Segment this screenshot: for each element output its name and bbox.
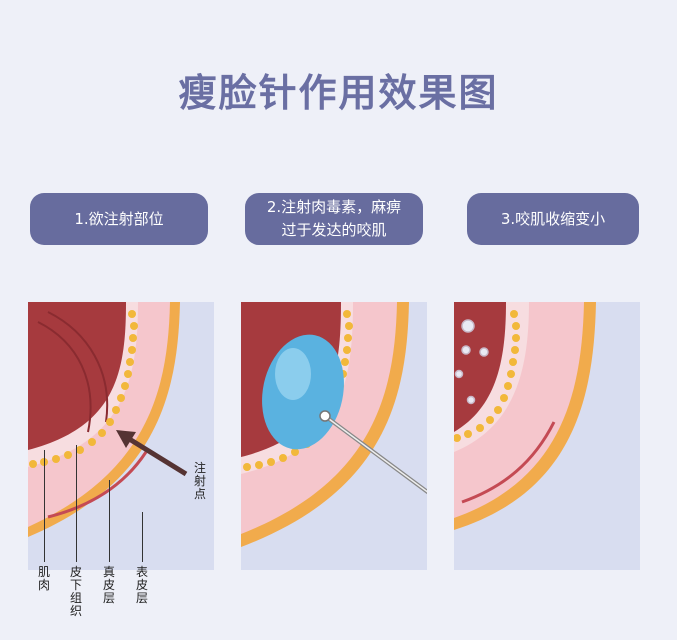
step-1-text: 1.欲注射部位 bbox=[74, 209, 164, 228]
needle-tip bbox=[319, 410, 331, 422]
muscle-fiber bbox=[37, 321, 92, 433]
injection-point-label: 注射点 bbox=[193, 461, 206, 501]
injection-arrow bbox=[124, 434, 188, 477]
epidermis-label: 表皮层 bbox=[135, 565, 148, 605]
step-2-text-line1: 2.注射肉毒素，麻痹 bbox=[266, 198, 402, 216]
step-2-text-line2: 过于发达的咬肌 bbox=[281, 221, 387, 239]
dermis-label-line bbox=[109, 480, 110, 562]
muscle-fiber bbox=[47, 311, 109, 423]
muscle bbox=[28, 302, 126, 450]
muscle-label: 肌肉 bbox=[37, 565, 50, 592]
panel-muscle-shrink bbox=[454, 302, 640, 570]
dissipating-botox-bubbles bbox=[454, 319, 489, 405]
step-1-box: 1.欲注射部位 bbox=[30, 193, 208, 245]
muscle-label-line bbox=[44, 450, 45, 562]
step-2-box: 2.注射肉毒素，麻痹 过于发达的咬肌 bbox=[245, 193, 423, 245]
panel-injection-site bbox=[28, 302, 214, 570]
blood-vessel bbox=[461, 421, 556, 504]
injection-arrowhead bbox=[116, 430, 136, 448]
panel-1-illustration bbox=[28, 302, 188, 537]
dermis-label: 真皮层 bbox=[102, 565, 115, 605]
epidermis-label-line bbox=[142, 512, 143, 562]
panel-botox-injection bbox=[241, 302, 427, 570]
panel-3-illustration bbox=[454, 302, 596, 530]
blood-vessel bbox=[47, 451, 148, 519]
fat-cells bbox=[29, 310, 138, 468]
step-3-text: 3.咬肌收缩变小 bbox=[500, 209, 606, 228]
panel-2-illustration bbox=[241, 302, 427, 547]
syringe-needle-highlight bbox=[324, 415, 427, 493]
botox-highlight bbox=[275, 348, 311, 400]
step-3-box: 3.咬肌收缩变小 bbox=[467, 193, 639, 245]
subcutaneous-label-line bbox=[76, 445, 77, 562]
page-title: 瘦脸针作用效果图 bbox=[178, 71, 499, 115]
subcutaneous-label: 皮下组织 bbox=[69, 565, 82, 618]
fat-cells bbox=[454, 310, 520, 442]
